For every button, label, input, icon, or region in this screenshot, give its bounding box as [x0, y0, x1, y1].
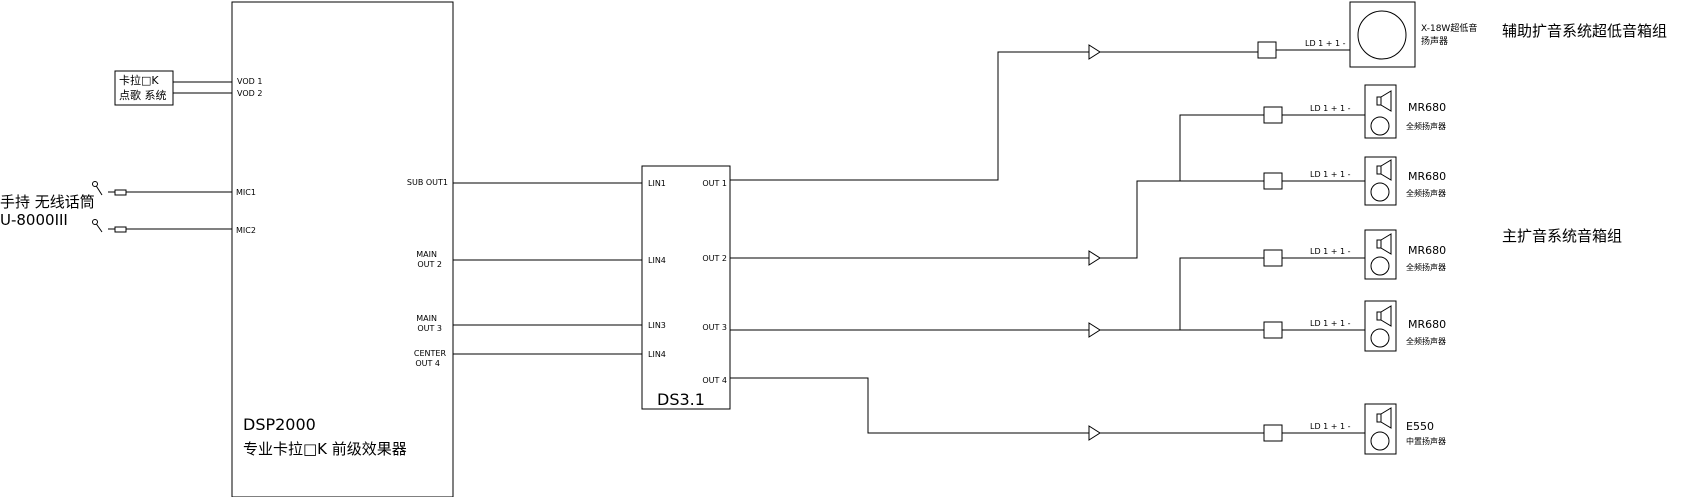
speaker-woofer-icon [1370, 431, 1390, 451]
speaker-mr680-2: MR680 全频扬声器 [1364, 156, 1446, 206]
s1-type: 全频扬声器 [1406, 121, 1446, 131]
speaker-woofer-icon [1370, 182, 1390, 202]
group-label-main: 主扩音系统音箱组 [1502, 227, 1622, 245]
dsp-output-main3-a: MAIN [416, 314, 437, 323]
dsp2000-unit: VOD 1 VOD 2 MIC1 MIC2 SUB OUT1 MAIN OUT … [231, 1, 454, 497]
amp-label: LD 1 + 1 - [1310, 319, 1351, 328]
amp-label: LD 1 + 1 - [1310, 104, 1351, 113]
speaker-mr680-3: MR680 全频扬声器 [1364, 229, 1446, 280]
s3-type: 全频扬声器 [1406, 262, 1446, 272]
sub-type: 扬声器 [1421, 35, 1448, 47]
microphone-icon [92, 219, 127, 233]
subwoofer-cone-icon [1357, 10, 1407, 60]
dsp-output-main3-b: OUT 3 [417, 324, 442, 333]
dsp-input-vod1: VOD 1 [237, 77, 262, 86]
amp-label: LD 1 + 1 - [1310, 247, 1351, 256]
s4-type: 全频扬声器 [1406, 336, 1446, 346]
dsp-output-sub: SUB OUT1 [407, 178, 448, 187]
dsp-input-mic2: MIC2 [236, 226, 256, 235]
vod-label-2: 点歌 系统 [119, 88, 167, 102]
amplifier-icon [1088, 322, 1101, 338]
group-label-aux: 辅助扩音系统超低音箱组 [1502, 22, 1667, 40]
ds-input-lin1: LIN1 [648, 179, 666, 188]
speaker-mr680-4: MR680 全频扬声器 [1364, 300, 1446, 352]
s2-type: 全频扬声器 [1406, 188, 1446, 198]
speaker-e550: E550 中置扬声器 [1364, 403, 1446, 455]
dsp-output-main2-b: OUT 2 [417, 260, 442, 269]
ds-input-lin4-a: LIN4 [648, 256, 666, 265]
ds-output-4: OUT 4 [702, 376, 727, 385]
vod-system-box: 卡拉□K 点歌 系统 [114, 70, 174, 106]
speaker-horn-icon [1376, 305, 1392, 327]
s1-model: MR680 [1408, 101, 1446, 114]
amp-label: LD 1 + 1 - [1310, 422, 1351, 431]
ds-input-lin3: LIN3 [648, 321, 666, 330]
amp-box-s3: LD 1 + 1 - [1263, 247, 1365, 267]
dsp-description: 专业卡拉□K 前级效果器 [243, 440, 407, 458]
amp-box-s1: LD 1 + 1 - [1263, 104, 1365, 124]
ds-output-1: OUT 1 [702, 179, 727, 188]
amplifier-icon [1088, 250, 1101, 266]
sub-model: X-18W超低音 [1421, 22, 1477, 34]
speaker-horn-icon [1376, 90, 1392, 112]
s2-model: MR680 [1408, 170, 1446, 183]
s5-type: 中置扬声器 [1406, 436, 1446, 446]
amp-box-s4: LD 1 + 1 - [1263, 319, 1365, 339]
speaker-horn-icon [1376, 407, 1392, 429]
mic-label-1: 手持 无线话筒 [0, 193, 95, 211]
amplifier-icon [1088, 425, 1101, 441]
s3-model: MR680 [1408, 244, 1446, 257]
amp-label: LD 1 + 1 - [1305, 39, 1346, 48]
dsp-output-main2-a: MAIN [416, 250, 437, 259]
dsp-model-name: DSP2000 [243, 415, 316, 434]
vod-label-1: 卡拉□K [119, 73, 159, 87]
speaker-woofer-icon [1370, 116, 1390, 136]
dsp-input-mic1: MIC1 [236, 188, 256, 197]
amp-box-s2: LD 1 + 1 - [1263, 170, 1365, 190]
microphone-group: 手持 无线话筒 U-8000III [0, 181, 127, 233]
s5-model: E550 [1406, 420, 1434, 433]
microphone-icon [92, 181, 127, 196]
dsp-output-center-a: CENTER [414, 349, 447, 358]
s4-model: MR680 [1408, 318, 1446, 331]
amplifier-icon [1088, 44, 1101, 60]
dsp-output-center-b: OUT 4 [415, 359, 440, 368]
ds-output-3: OUT 3 [702, 323, 727, 332]
amp-box-s5: LD 1 + 1 - [1263, 422, 1365, 442]
speaker-horn-icon [1376, 233, 1392, 255]
amp-box-sub: LD 1 + 1 - [1257, 39, 1350, 59]
ds-input-lin4-b: LIN4 [648, 350, 666, 359]
dsp-input-vod2: VOD 2 [237, 89, 262, 98]
ds31-unit: LIN1 LIN4 LIN3 LIN4 OUT 1 OUT 2 OUT 3 OU… [641, 165, 731, 410]
amp-label: LD 1 + 1 - [1310, 170, 1351, 179]
speaker-woofer-icon [1370, 328, 1390, 348]
mic-label-2: U-8000III [0, 211, 68, 229]
subwoofer-speaker: X-18W超低音 扬声器 [1349, 1, 1477, 68]
ds-output-2: OUT 2 [702, 254, 727, 263]
speaker-woofer-icon [1370, 256, 1390, 276]
speaker-horn-icon [1376, 159, 1392, 181]
ds-model-name: DS3.1 [657, 390, 705, 409]
speaker-mr680-1: MR680 全频扬声器 [1364, 84, 1446, 139]
